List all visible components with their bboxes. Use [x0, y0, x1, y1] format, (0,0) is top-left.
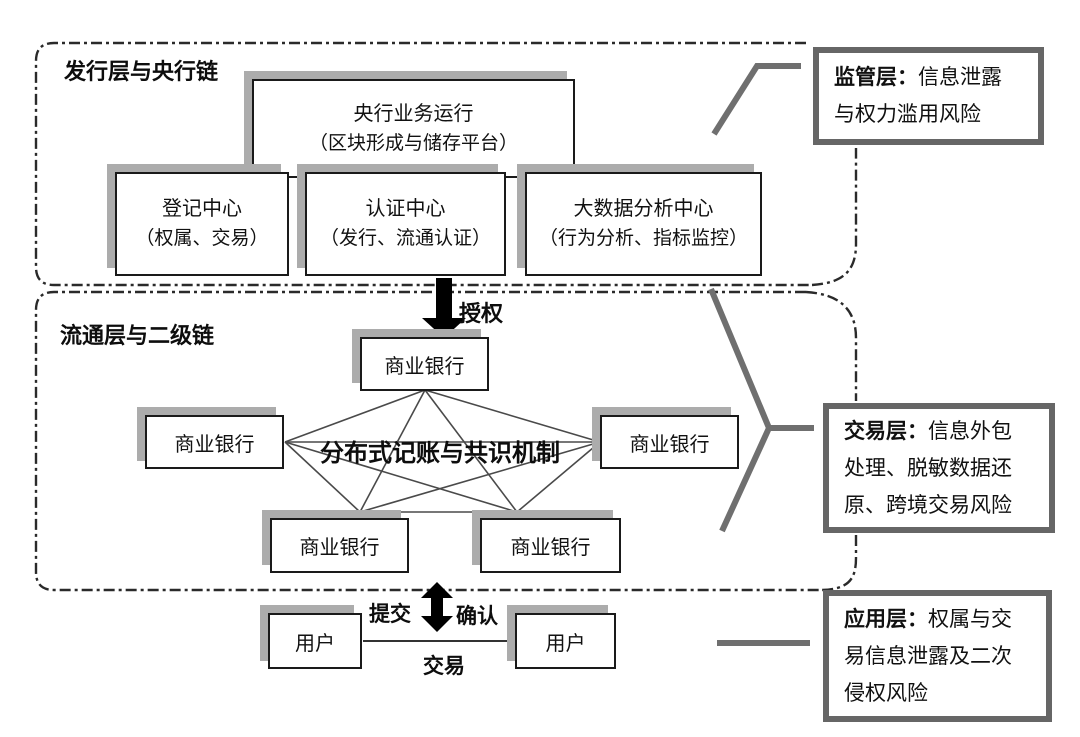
- risk-text: 易信息泄露及二次: [844, 644, 1012, 668]
- commercial-bank-box-top: 商业银行: [360, 337, 489, 391]
- distributed-ledger-consensus-label: 分布式记账与共识机制: [320, 440, 560, 467]
- user-label: 用户: [295, 632, 335, 655]
- bigdata-analysis-center-box: 大数据分析中心 （行为分析、指标监控）: [525, 172, 762, 276]
- registration-center-subtitle: （权属、交易）: [135, 228, 269, 249]
- central-bank-operation-box: 央行业务运行 （区块形成与储存平台）: [252, 79, 575, 178]
- central-bank-operation-title: 央行业务运行: [353, 102, 474, 125]
- registration-center-title: 登记中心: [162, 198, 242, 220]
- risk-line: 应用层：权属与交: [844, 601, 1040, 638]
- circulation-layer-label: 流通层与二级链: [60, 323, 215, 348]
- user-label: 用户: [545, 632, 586, 655]
- trade-line-label: 交易: [423, 655, 465, 678]
- application-layer-title: 应用层：: [844, 607, 928, 631]
- regulatory-callout-line: [711, 63, 801, 136]
- bigdata-analysis-center-title: 大数据分析中心: [573, 198, 714, 220]
- user-box-left: 用户: [268, 613, 362, 669]
- bank-mesh-lines: [284, 389, 601, 513]
- commercial-bank-label: 商业银行: [510, 537, 591, 559]
- certification-center-box: 认证中心 （发行、流通认证）: [305, 172, 506, 276]
- registration-center-box: 登记中心 （权属、交易）: [115, 172, 289, 276]
- risk-line: 交易层：信息外包: [844, 413, 1043, 450]
- transaction-layer-title: 交易层：: [844, 419, 928, 443]
- authorize-arrow: [422, 278, 466, 338]
- risk-callout-connectors: [708, 63, 814, 646]
- commercial-bank-label: 商业银行: [629, 433, 710, 456]
- certification-center-subtitle: （发行、流通认证）: [319, 228, 491, 249]
- circulation-container-border: [34, 290, 858, 592]
- commercial-bank-label: 商业银行: [174, 433, 255, 456]
- risk-text: 处理、脱敏数据还: [844, 456, 1012, 480]
- regulatory-layer-risk-box: 监管层：信息泄露 与权力滥用风险: [813, 47, 1044, 145]
- risk-line: 监管层：信息泄露: [834, 59, 1032, 96]
- issuance-container-border: [34, 41, 858, 287]
- risk-text: 信息外包: [928, 419, 1012, 443]
- regulatory-layer-title: 监管层：: [834, 66, 918, 89]
- risk-text: 与权力滥用风险: [834, 103, 981, 126]
- user-box-right: 用户: [515, 613, 616, 669]
- risk-text: 权属与交: [928, 607, 1012, 631]
- confirm-arrow-label: 确认: [456, 605, 498, 628]
- risk-text: 原、跨境交易风险: [844, 493, 1012, 517]
- commercial-bank-label: 商业银行: [384, 355, 465, 378]
- commercial-bank-box-left: 商业银行: [145, 415, 284, 469]
- risk-text: 信息泄露: [918, 66, 1002, 89]
- commercial-bank-box-bottom-right: 商业银行: [480, 518, 621, 573]
- commercial-bank-label: 商业银行: [299, 537, 380, 559]
- central-bank-operation-subtitle: （区块形成与储存平台）: [308, 132, 518, 154]
- application-layer-risk-box: 应用层：权属与交 易信息泄露及二次 侵权风险: [823, 590, 1052, 722]
- certification-center-title: 认证中心: [365, 198, 446, 220]
- commercial-bank-box-bottom-left: 商业银行: [270, 518, 409, 573]
- transaction-layer-risk-box: 交易层：信息外包 处理、脱敏数据还 原、跨境交易风险: [823, 403, 1055, 533]
- authorize-arrow-label: 授权: [459, 301, 504, 326]
- submit-confirm-arrow: [421, 582, 453, 632]
- risk-text: 侵权风险: [844, 681, 928, 705]
- issuance-layer-label: 发行层与央行链: [64, 59, 219, 84]
- bigdata-analysis-center-subtitle: （行为分析、指标监控）: [538, 228, 748, 249]
- transaction-callout-bracket: [708, 287, 773, 533]
- submit-arrow-label: 提交: [369, 603, 411, 626]
- commercial-bank-box-right: 商业银行: [600, 415, 739, 469]
